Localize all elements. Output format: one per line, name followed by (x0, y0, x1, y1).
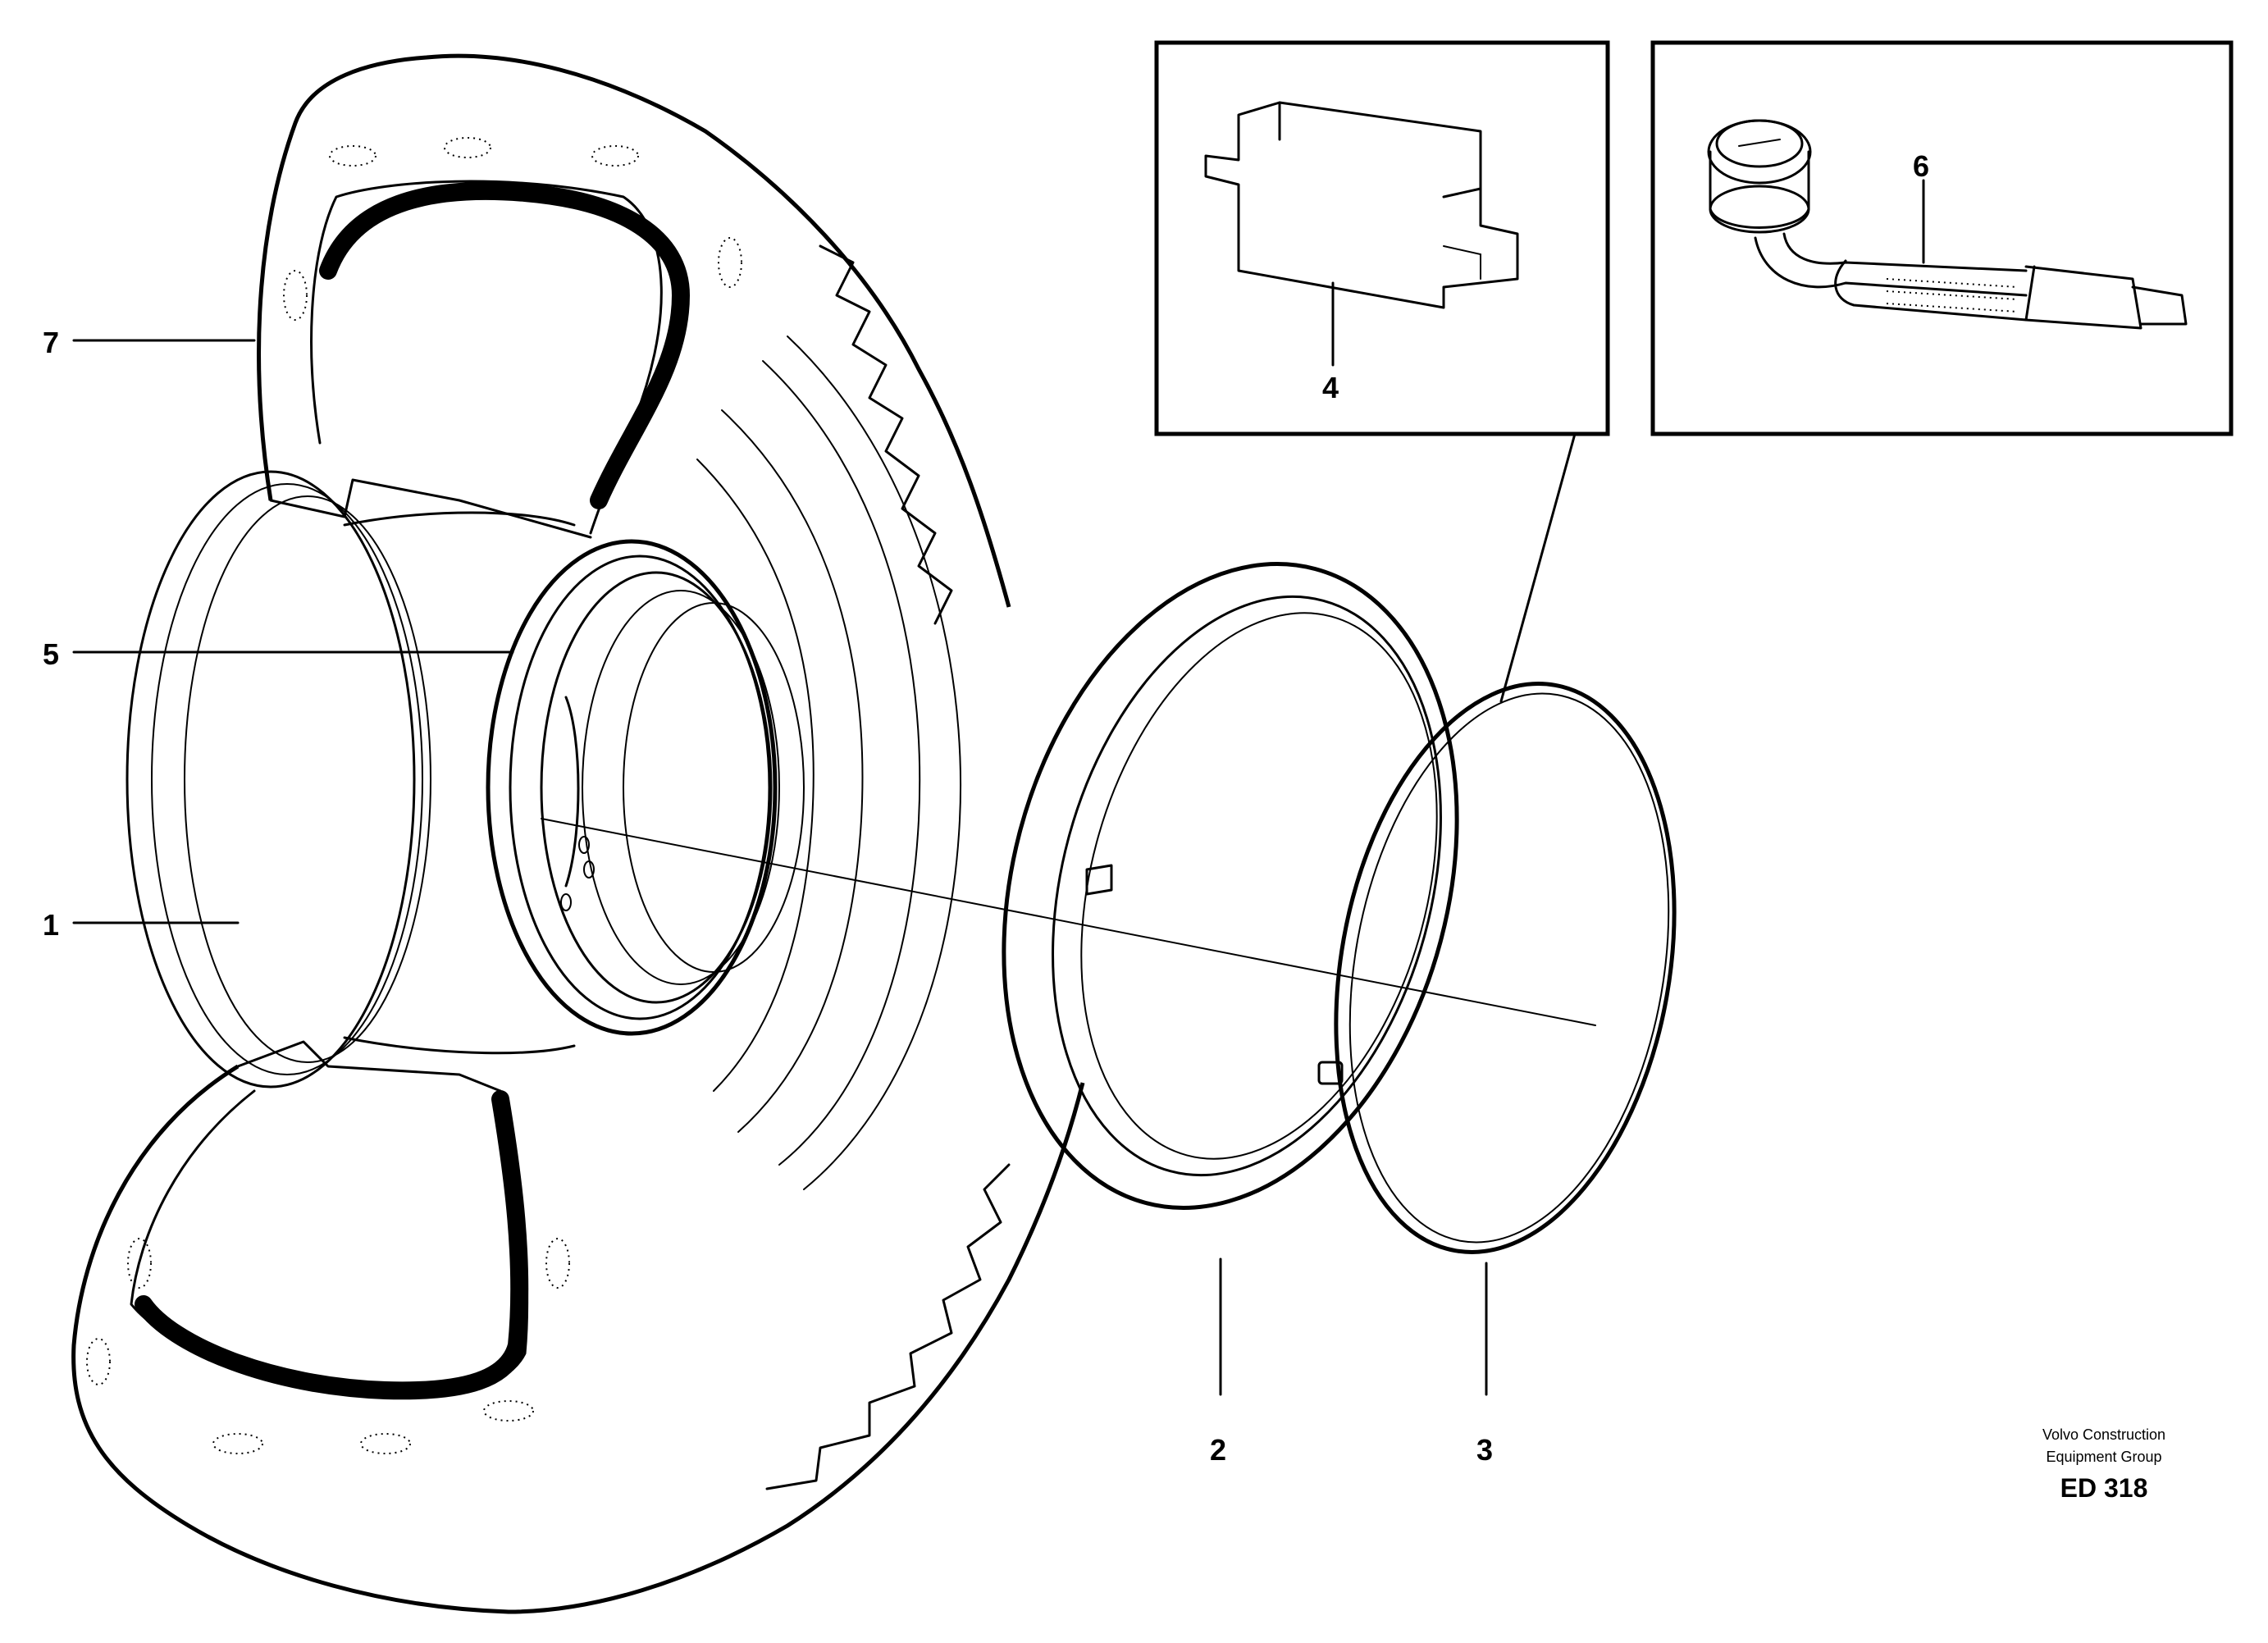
credit-line-2: Equipment Group (2046, 1449, 2161, 1465)
credit-line-1: Volvo Construction (2042, 1426, 2165, 1443)
callout-1: 1 (43, 908, 59, 942)
document-id: ED 318 (2060, 1473, 2148, 1503)
assembly-axis-line (541, 818, 1596, 1026)
inset-valve (1650, 40, 2234, 436)
callout-2: 2 (1210, 1433, 1226, 1467)
credit-block: Volvo Construction Equipment Group ED 31… (2042, 1426, 2165, 1503)
inset-drive-key (1154, 40, 1610, 703)
rim-drawing (125, 470, 805, 1088)
tire-drawing (71, 53, 1085, 1614)
lock-ring-drawing (1317, 682, 1677, 1254)
callout-6: 6 (1913, 149, 1929, 183)
callout-5: 5 (43, 637, 59, 671)
callout-7: 7 (43, 326, 59, 359)
callout-4: 4 (1322, 371, 1339, 404)
leader-lines (72, 339, 1488, 1396)
side-ring-drawing (1002, 562, 1459, 1210)
callout-3: 3 (1476, 1433, 1493, 1467)
